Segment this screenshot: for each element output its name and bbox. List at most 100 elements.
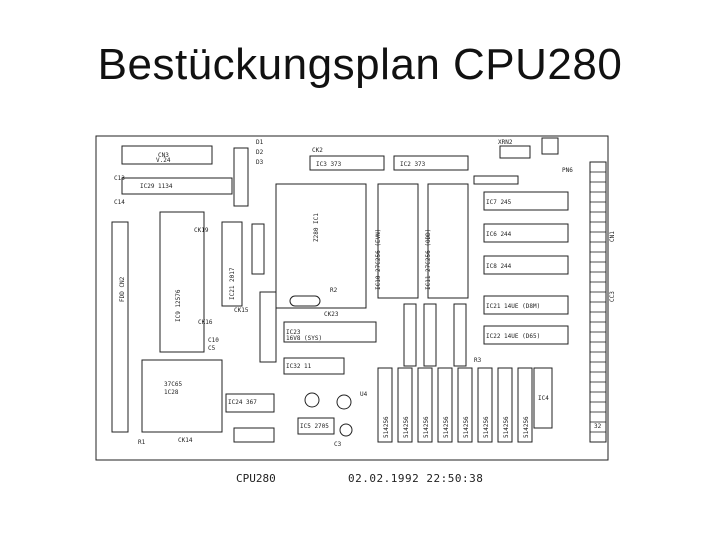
- svg-text:C14: C14: [114, 199, 125, 206]
- svg-text:D2: D2: [256, 149, 264, 156]
- svg-text:514256: 514256: [463, 416, 470, 438]
- svg-text:16V8 (SYS): 16V8 (SYS): [286, 335, 322, 342]
- chip-ram-5: [457, 367, 473, 443]
- jumper-block: [233, 427, 275, 443]
- chip-ic9: [159, 211, 205, 353]
- rn5: [473, 175, 519, 185]
- chip-ram-1: [377, 367, 393, 443]
- svg-text:IC6 244: IC6 244: [486, 231, 512, 238]
- svg-text:XRN2: XRN2: [498, 139, 513, 146]
- chip-ic8: [483, 255, 569, 275]
- svg-text:CK16: CK16: [198, 319, 213, 326]
- chip-ic22: [483, 325, 569, 345]
- svg-text:IC9 12576: IC9 12576: [175, 289, 182, 322]
- svg-text:IC5 2705: IC5 2705: [300, 423, 329, 430]
- transistor-q4: [336, 394, 352, 410]
- chip-ram-4: [437, 367, 453, 443]
- svg-text:D3: D3: [256, 159, 264, 166]
- chip-small-top: [233, 147, 249, 207]
- svg-text:CC3: CC3: [609, 291, 614, 302]
- chip-ram-8: [517, 367, 533, 443]
- svg-text:IC2 373: IC2 373: [400, 161, 426, 168]
- chip-vert-d: [259, 291, 277, 363]
- chip-ic21: [483, 295, 569, 315]
- svg-text:C3: C3: [334, 441, 342, 448]
- svg-text:32: 32: [594, 423, 602, 430]
- svg-text:C5: C5: [208, 345, 216, 352]
- chip-ic23: [283, 321, 377, 343]
- xrn2: [499, 145, 531, 159]
- chip-small-mid: [251, 223, 265, 275]
- svg-text:CN1: CN1: [609, 231, 614, 242]
- svg-text:R1: R1: [138, 439, 146, 446]
- svg-text:IC11 27C256 (ODD): IC11 27C256 (ODD): [425, 229, 432, 290]
- svg-text:1C28: 1C28: [164, 389, 179, 396]
- svg-text:C10: C10: [208, 337, 219, 344]
- svg-text:IC24 367: IC24 367: [228, 399, 257, 406]
- chip-ic10: [377, 183, 419, 299]
- chip-vert-a: [403, 303, 417, 367]
- svg-text:IC32 11: IC32 11: [286, 363, 312, 370]
- svg-text:514256: 514256: [383, 416, 390, 438]
- svg-text:514256: 514256: [403, 416, 410, 438]
- svg-text:IC4: IC4: [538, 395, 549, 402]
- svg-text:CN3: CN3: [158, 152, 169, 159]
- chip-ic32: [283, 357, 345, 375]
- chip-ic3: [309, 155, 385, 171]
- svg-text:PN6: PN6: [562, 167, 573, 174]
- footer-board-name: CPU280: [236, 472, 276, 485]
- svg-text:IC3 373: IC3 373: [316, 161, 342, 168]
- svg-text:V.24: V.24: [156, 157, 171, 164]
- svg-text:514256: 514256: [423, 416, 430, 438]
- svg-text:IC8 244: IC8 244: [486, 263, 512, 270]
- chip-vert-c: [453, 303, 467, 367]
- svg-text:R2: R2: [330, 287, 338, 294]
- left-connector: [111, 221, 129, 433]
- chip-vert-b: [423, 303, 437, 367]
- transistor-q3: [339, 423, 353, 437]
- chip-ic24: [225, 393, 275, 413]
- svg-text:IC21 2017: IC21 2017: [229, 267, 236, 300]
- svg-text:IC21 14UE (D8M): IC21 14UE (D8M): [486, 303, 540, 310]
- board-outline: [95, 135, 609, 461]
- svg-text:CK19: CK19: [194, 227, 209, 234]
- svg-text:U4: U4: [360, 391, 368, 398]
- svg-text:514256: 514256: [483, 416, 490, 438]
- svg-text:514256: 514256: [503, 416, 510, 438]
- svg-text:IC22 14UE (D65): IC22 14UE (D65): [486, 333, 540, 340]
- chip-cn3: [121, 145, 213, 165]
- chip-ram-2: [397, 367, 413, 443]
- slide-title: Bestückungsplan CPU280: [97, 40, 623, 89]
- chip-ic2: [393, 155, 469, 171]
- svg-text:IC10 27C256 (EVN): IC10 27C256 (EVN): [375, 229, 382, 290]
- svg-text:IC7 245: IC7 245: [486, 199, 512, 206]
- transistor-q1: [304, 392, 320, 408]
- svg-text:IC23: IC23: [286, 329, 301, 336]
- svg-text:514256: 514256: [523, 416, 530, 438]
- svg-text:37C65: 37C65: [164, 381, 182, 388]
- chip-ram-3: [417, 367, 433, 443]
- svg-text:Z280 IC1: Z280 IC1: [313, 213, 320, 242]
- chip-ic4: [533, 367, 553, 429]
- pn6: [541, 137, 559, 155]
- svg-text:514256: 514256: [443, 416, 450, 438]
- svg-text:D1: D1: [256, 139, 264, 146]
- svg-text:FDD CN2: FDD CN2: [119, 276, 126, 302]
- chip-ic21-left: [221, 221, 243, 307]
- footer-timestamp: 02.02.1992 22:50:38: [348, 472, 484, 485]
- chip-37c65: [141, 359, 223, 433]
- svg-text:IC29 1134: IC29 1134: [140, 183, 173, 190]
- svg-text:C13: C13: [114, 175, 125, 182]
- chip-ic11: [427, 183, 469, 299]
- svg-text:CK23: CK23: [324, 311, 339, 318]
- svg-text:CK14: CK14: [178, 437, 193, 444]
- svg-text:CK2: CK2: [312, 147, 323, 154]
- chip-ic6: [483, 223, 569, 243]
- svg-text:CK15: CK15: [234, 307, 249, 314]
- chip-ic29: [121, 177, 233, 195]
- chip-ram-7: [497, 367, 513, 443]
- chip-ic20-cpu: [275, 183, 367, 309]
- svg-text:R3: R3: [474, 357, 482, 364]
- chip-ic7: [483, 191, 569, 211]
